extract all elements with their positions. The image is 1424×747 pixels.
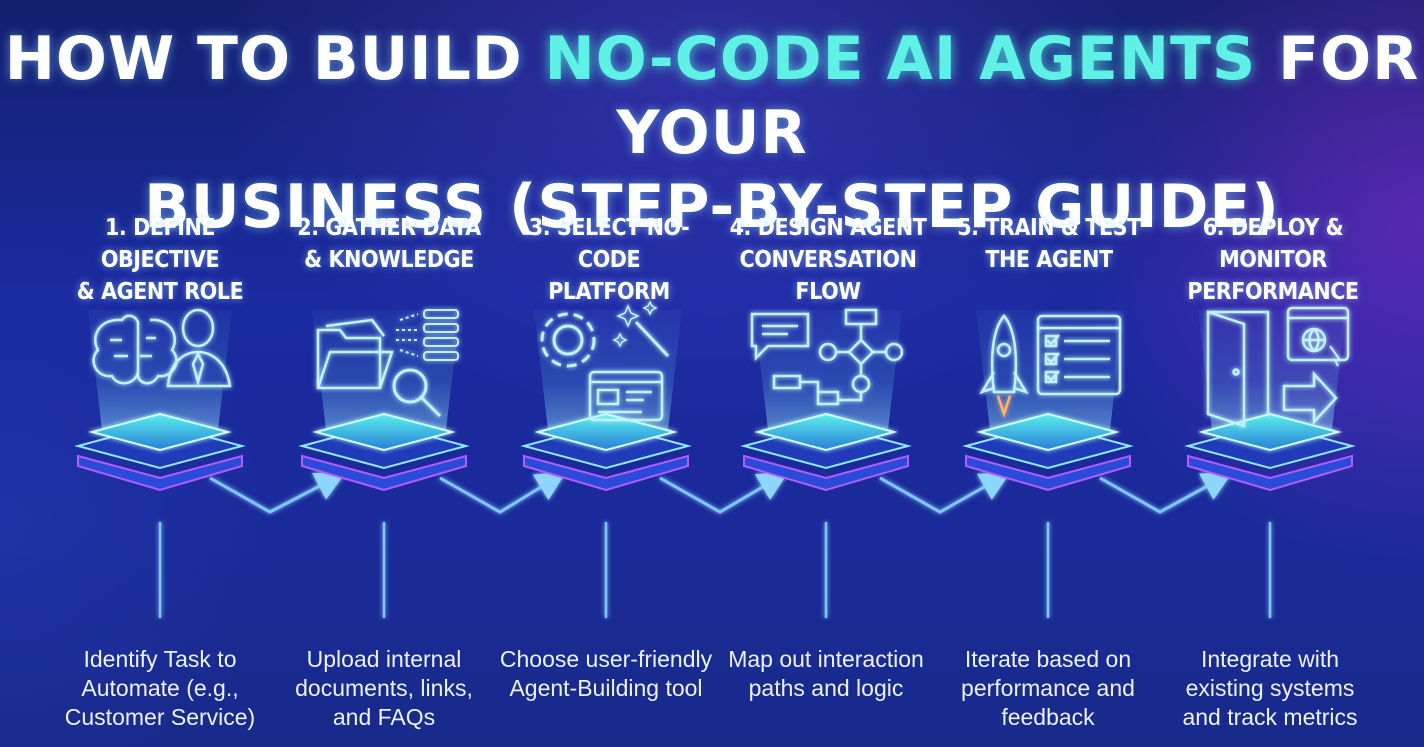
step-6-title-line-2: PERFORMANCE <box>1187 279 1359 305</box>
title-line-2: BUSINESS (STEP-BY-STEP GUIDE) <box>144 172 1280 242</box>
step-1-platform <box>74 412 246 492</box>
magnifier-icon <box>392 368 442 418</box>
step-2-desc-line-3: and FAQs <box>332 704 436 730</box>
step-6-graphic <box>1184 306 1356 492</box>
step-4-title: 4. DESIGN AGENT CONVERSATION FLOW <box>720 212 936 308</box>
step-5-description: Iterate based on performance and feedbac… <box>933 645 1163 732</box>
step-3-title-line-1: 3. SELECT NO-CODE <box>528 215 690 273</box>
title-line-1: HOW TO BUILD NO-CODE AI AGENTS FOR YOUR <box>0 22 1424 170</box>
arrow-right-icon <box>1282 370 1338 426</box>
list-icon <box>396 309 459 361</box>
step-6-desc-line-1: Integrate with <box>1200 646 1340 672</box>
connector-5-6 <box>1099 472 1233 514</box>
step-5-title-line-2: THE AGENT <box>985 247 1113 273</box>
step-5-desc-line-2: performance and <box>961 675 1135 701</box>
brain-icon <box>92 314 178 385</box>
step-4-desc-line-2: paths and logic <box>748 675 904 701</box>
gear-icon <box>540 312 596 368</box>
step-4-title-line-2: CONVERSATION FLOW <box>739 247 917 305</box>
step-6-desc-line-3: and track metrics <box>1182 704 1358 730</box>
rocket-icon <box>979 314 1029 418</box>
step-2-graphic <box>298 309 470 492</box>
folder-icon <box>316 318 394 390</box>
step-4-graphic <box>740 308 912 492</box>
step-1-desc-line-1: Identify Task to <box>83 646 237 672</box>
step-3-title: 3. SELECT NO-CODE PLATFORM <box>501 212 717 308</box>
step-2-platform <box>298 412 470 492</box>
globe-window-icon <box>1286 306 1350 367</box>
step-2-desc-line-2: documents, links, <box>295 675 473 701</box>
step-4-desc-line-1: Map out interaction <box>728 646 924 672</box>
connector-2-3 <box>439 471 567 514</box>
step-1-title-line-1: 1. DEFINE OBJECTIVE <box>100 215 220 273</box>
step-3-title-line-2: PLATFORM <box>548 279 670 305</box>
step-1-description: Identify Task to Automate (e.g., Custome… <box>45 645 275 732</box>
title-part-2: FOR YOUR <box>616 24 1420 168</box>
flowchart-icon <box>772 308 904 406</box>
step-4-description: Map out interaction paths and logic <box>711 645 941 703</box>
step-1-title: 1. DEFINE OBJECTIVE & AGENT ROLE <box>52 212 268 308</box>
step-1-title-line-2: & AGENT ROLE <box>76 279 244 305</box>
chat-bubble-icon <box>750 312 810 362</box>
connector-arrows <box>209 471 1233 514</box>
step-2-desc-line-1: Upload internal <box>306 646 462 672</box>
step-1-desc-line-2: Automate (e.g., <box>81 675 239 701</box>
title-accent: NO-CODE AI AGENTS <box>544 24 1257 94</box>
door-icon <box>1206 310 1270 428</box>
step-5-desc-line-1: Iterate based on <box>964 646 1132 672</box>
step-3-platform <box>520 412 692 492</box>
connector-1-2 <box>209 472 346 514</box>
step-4-title-line-1: 4. DESIGN AGENT <box>729 215 927 241</box>
page-title: HOW TO BUILD NO-CODE AI AGENTS FOR YOUR … <box>0 22 1424 244</box>
step-2-title-line-2: & KNOWLEDGE <box>304 247 474 273</box>
step-6-title-line-1: 6. DEPLOY & MONITOR <box>1202 215 1344 273</box>
checklist-icon <box>1036 314 1122 396</box>
step-1-graphic <box>74 308 246 492</box>
step-2-description: Upload internal documents, links, and FA… <box>269 645 499 732</box>
step-3-desc-line-1: Choose user-friendly <box>499 646 713 672</box>
step-5-title-line-1: 5. TRAIN & TEST <box>957 215 1141 241</box>
step-3-desc-line-2: Agent-Building tool <box>509 675 703 701</box>
step-1-desc-line-3: Customer Service) <box>64 704 256 730</box>
step-3-graphic <box>520 300 692 492</box>
step-6-description: Integrate with existing systems and trac… <box>1155 645 1385 732</box>
browser-window-icon <box>588 370 664 422</box>
step-6-title: 6. DEPLOY & MONITOR PERFORMANCE <box>1165 212 1381 308</box>
step-2-title: 2. GATHER DATA & KNOWLEDGE <box>281 212 497 276</box>
step-5-graphic <box>962 310 1134 492</box>
step-4-platform <box>740 412 912 492</box>
title-part-1: HOW TO BUILD <box>4 24 545 94</box>
connector-3-4 <box>659 471 789 514</box>
magic-wand-icon <box>612 300 670 358</box>
person-icon <box>166 308 232 388</box>
drop-lines <box>158 522 1272 618</box>
step-6-desc-line-2: existing systems <box>1185 675 1355 701</box>
step-5-title: 5. TRAIN & TEST THE AGENT <box>941 212 1157 276</box>
step-3-description: Choose user-friendly Agent-Building tool <box>491 645 721 703</box>
step-2-title-line-1: 2. GATHER DATA <box>297 215 481 241</box>
step-5-desc-line-3: feedback <box>1001 704 1095 730</box>
step-5-platform <box>962 412 1134 492</box>
connector-4-5 <box>879 472 1011 514</box>
